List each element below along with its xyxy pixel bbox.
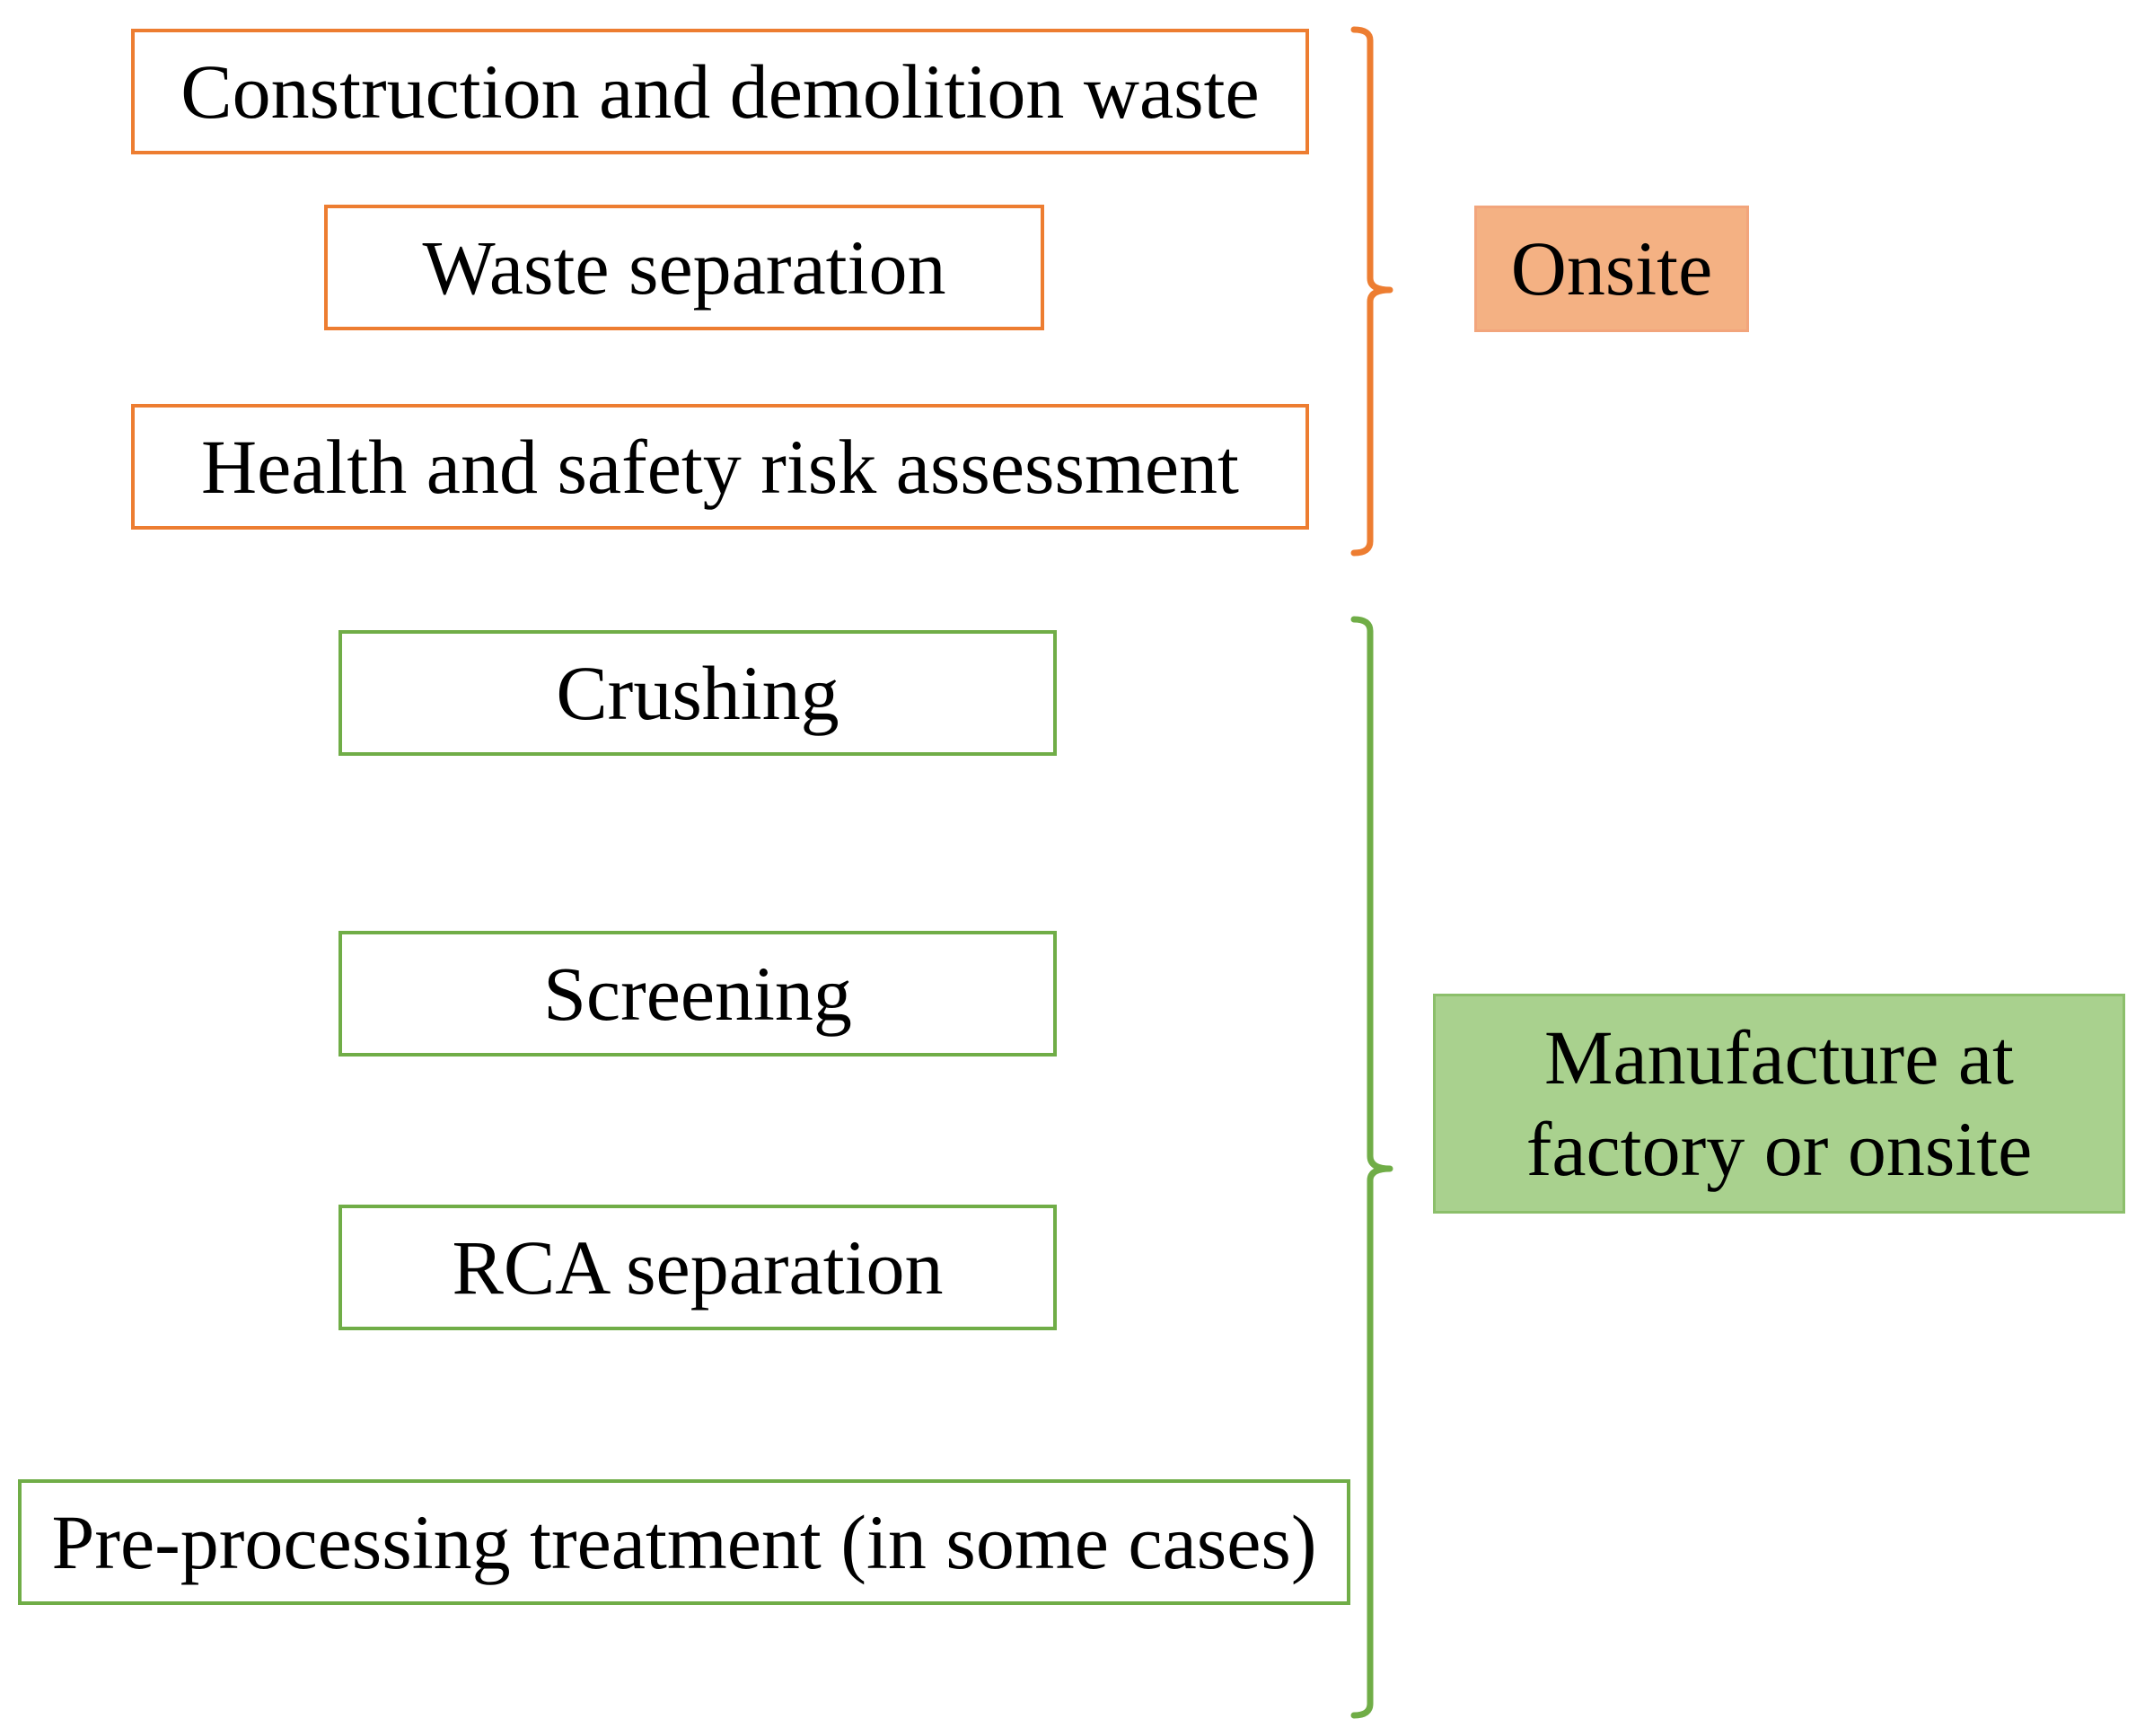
step-label: Health and safety risk assessment — [201, 424, 1239, 510]
step-pre-processing-treatment: Pre-processing treatment (in some cases) — [18, 1479, 1350, 1605]
onsite-label-text: Onsite — [1510, 224, 1713, 311]
manufacture-label-line-1: Manufacture at — [1544, 1014, 2014, 1101]
step-screening: Screening — [338, 931, 1057, 1057]
manufacture-brace — [1350, 616, 1393, 1719]
step-label: RCA separation — [452, 1224, 944, 1311]
step-construction-demolition-waste: Construction and demolition waste — [131, 29, 1309, 154]
step-crushing: Crushing — [338, 630, 1057, 756]
manufacture-label-line-2: factory or onsite — [1525, 1105, 2033, 1192]
step-label: Pre-processing treatment (in some cases) — [51, 1499, 1317, 1585]
step-health-safety-risk-assessment: Health and safety risk assessment — [131, 404, 1309, 530]
step-rca-separation: RCA separation — [338, 1205, 1057, 1330]
onsite-brace — [1350, 26, 1393, 557]
step-label: Waste separation — [422, 224, 946, 311]
manufacture-label: Manufacture at factory or onsite — [1433, 994, 2125, 1214]
onsite-label: Onsite — [1474, 206, 1749, 332]
step-label: Crushing — [556, 650, 839, 736]
step-waste-separation: Waste separation — [324, 205, 1044, 330]
step-label: Construction and demolition waste — [180, 48, 1260, 135]
step-label: Screening — [543, 951, 852, 1037]
